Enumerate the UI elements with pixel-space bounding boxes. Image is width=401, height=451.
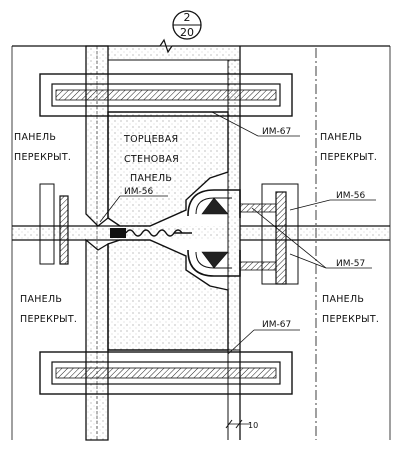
tag-im67-top: ИМ-67 [262, 127, 291, 137]
anchor-loop-lower [187, 249, 277, 277]
dimension-marker: 10 [225, 419, 258, 430]
plate-im56-right [261, 183, 299, 285]
tag-im57: ИМ-57 [336, 259, 365, 269]
section-marker-top: 2 [184, 11, 191, 24]
right-panel-lower-line1: ПАНЕЛЬ [322, 294, 364, 305]
tag-im67-bottom: ИМ-67 [262, 320, 291, 330]
left-panel-lower-line2: ПЕРЕКРЫТ. [20, 314, 77, 325]
section-marker-bottom: 20 [180, 26, 194, 39]
right-panel-lower-line2: ПЕРЕКРЫТ. [322, 314, 379, 325]
wall-panel-line1: ТОРЦЕВАЯ [123, 134, 178, 145]
left-panel-lower-line1: ПАНЕЛЬ [20, 294, 62, 305]
wall-panel-upper [107, 111, 229, 227]
tag-im56-right: ИМ-56 [336, 191, 365, 201]
tag-im56-left: ИМ-56 [124, 187, 153, 197]
section-marker: 2 20 [172, 10, 202, 40]
left-panel-line2: ПЕРЕКРЫТ. [14, 152, 71, 163]
right-panel-line1: ПАНЕЛЬ [320, 132, 362, 143]
leader-lines [99, 111, 376, 355]
embedded-plate-bottom [39, 351, 293, 395]
embedded-plate-top [39, 73, 293, 117]
tie-rod-assembly [110, 228, 192, 238]
anchor-loop-upper [187, 189, 277, 218]
dimension-value: 10 [248, 421, 258, 430]
wall-panel-line3: ПАНЕЛЬ [130, 173, 172, 184]
labels: ПАНЕЛЬ ПЕРЕКРЫТ. ПАНЕЛЬ ПЕРЕКРЫТ. ПАНЕЛЬ… [14, 127, 379, 330]
horizontal-joint-band [12, 225, 390, 241]
left-panel-line1: ПАНЕЛЬ [14, 132, 56, 143]
right-panel-line2: ПЕРЕКРЫТ. [320, 152, 377, 163]
plate-im56-left [39, 183, 69, 265]
wall-panel-line2: СТЕНОВАЯ [124, 154, 179, 165]
